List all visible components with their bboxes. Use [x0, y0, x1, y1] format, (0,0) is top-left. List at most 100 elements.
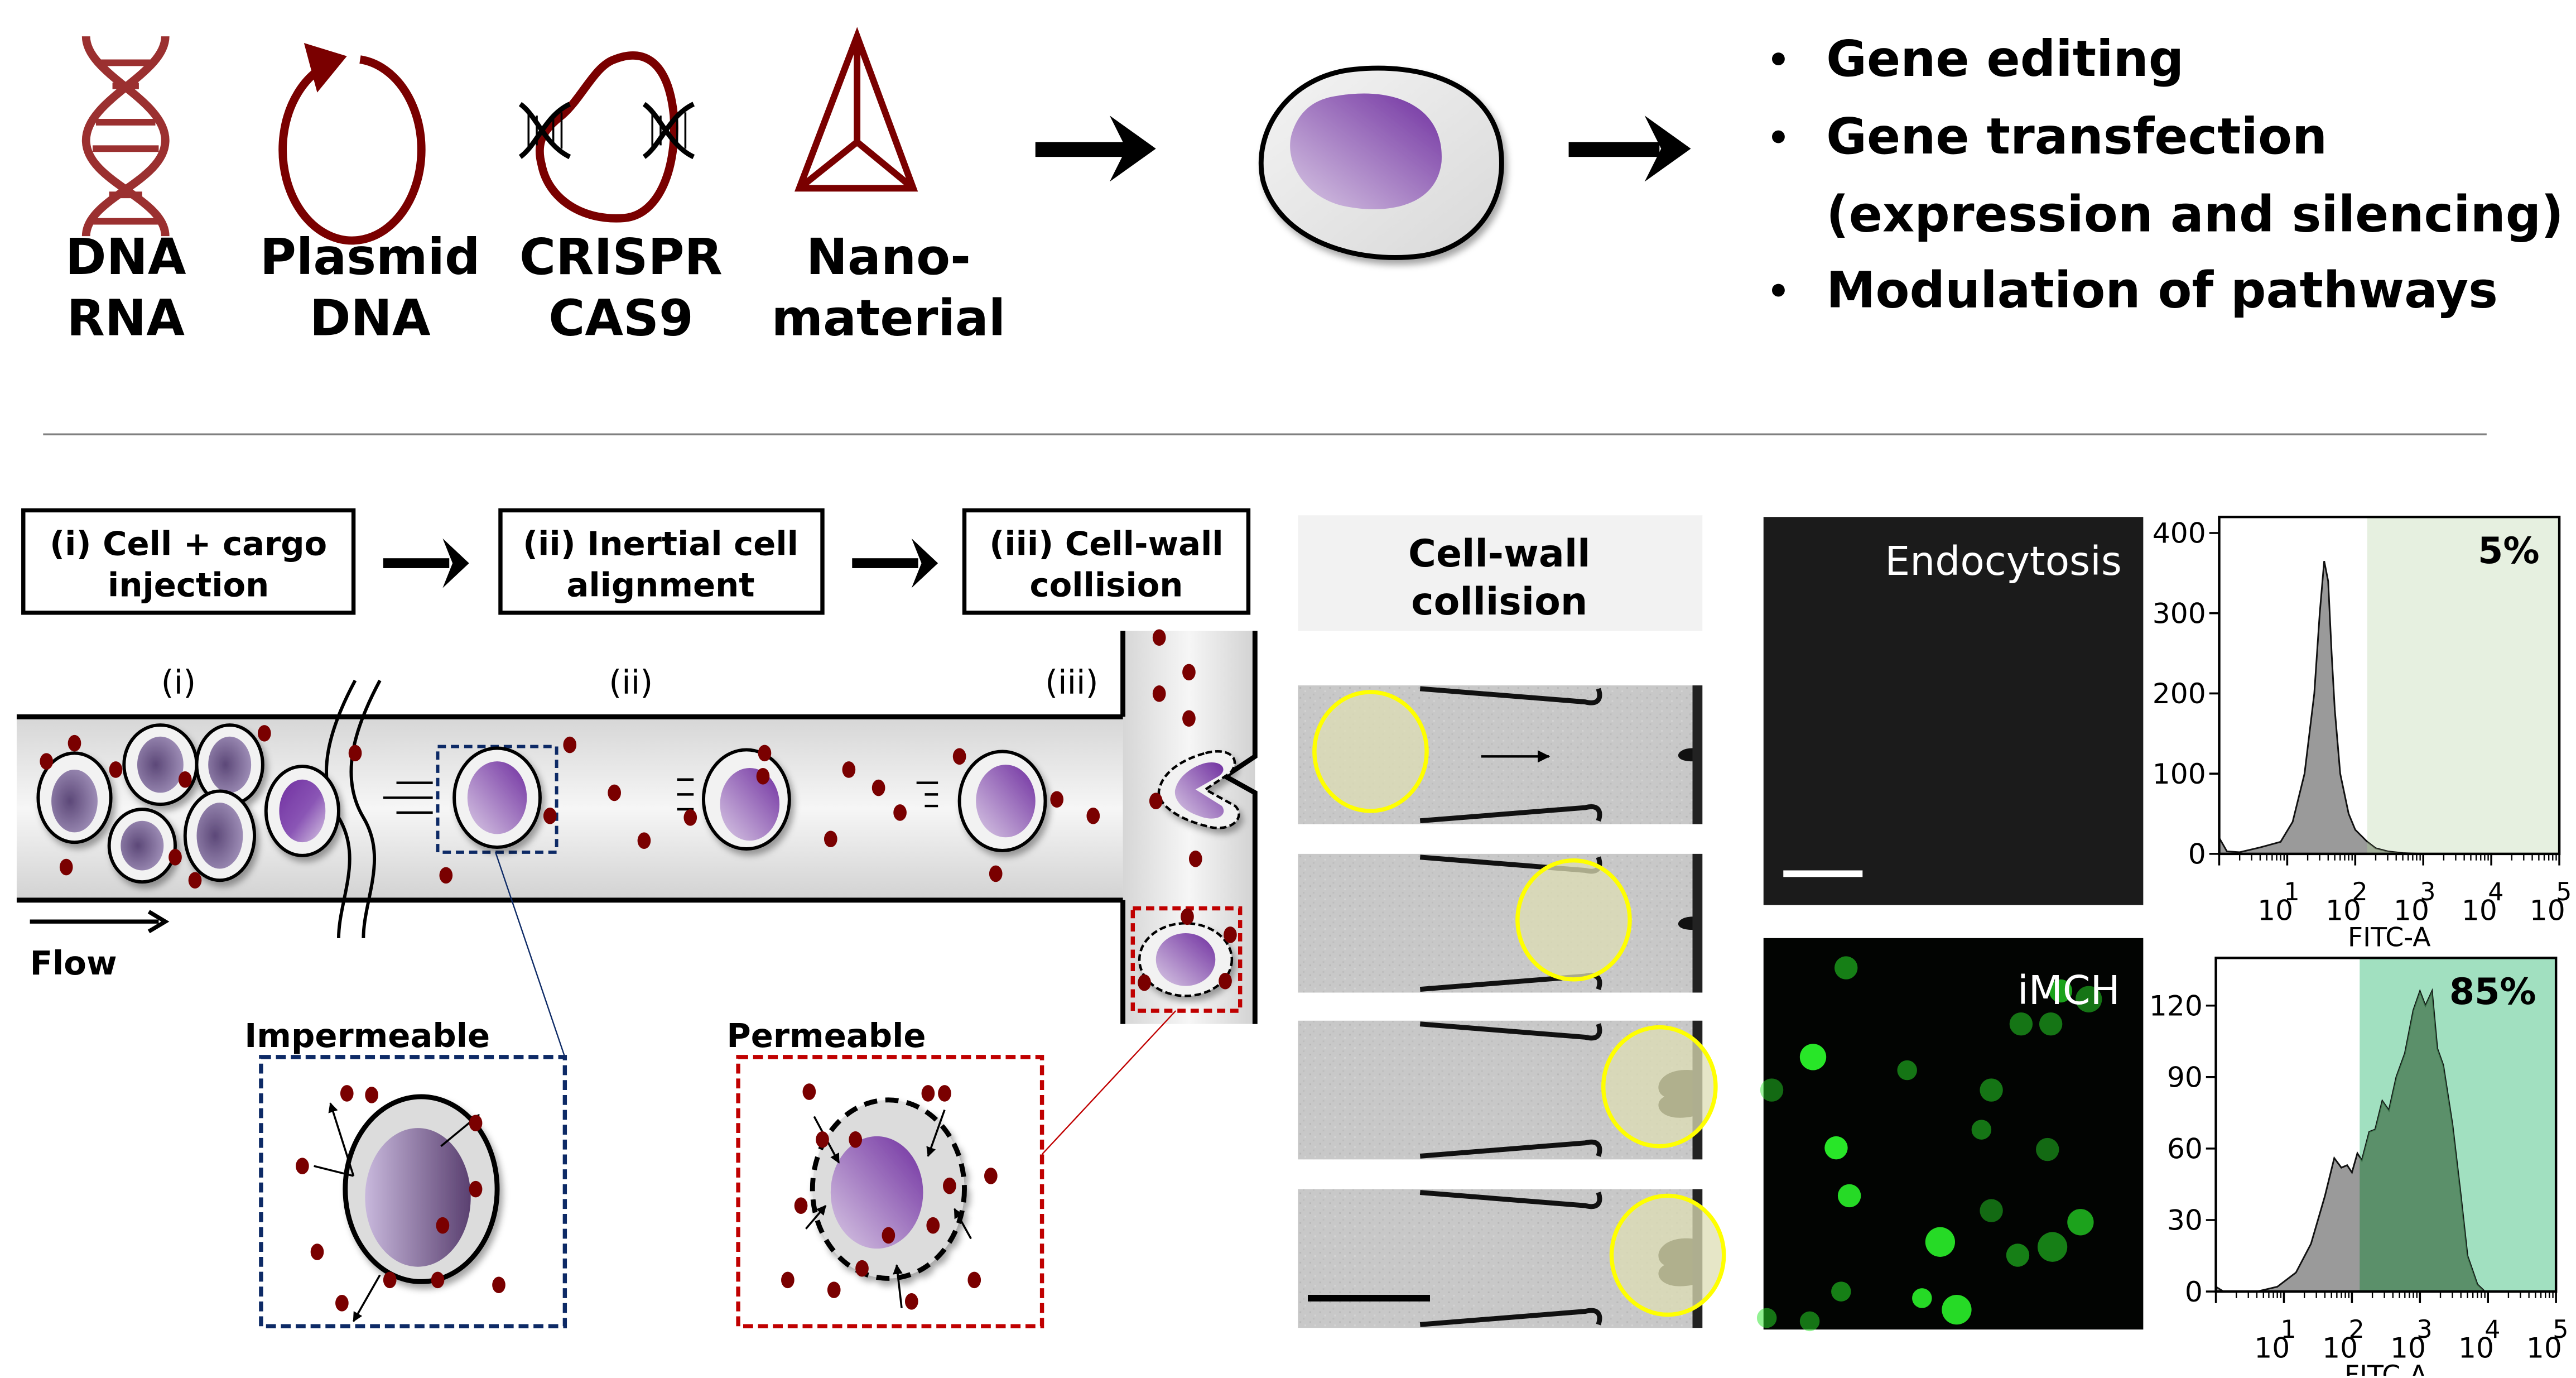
- gfp-cell: [2006, 1243, 2030, 1267]
- histogram-area: [2218, 560, 2560, 855]
- cargo-label-line: RNA: [67, 290, 185, 347]
- x-tick-exponent: 2: [2348, 1315, 2364, 1344]
- x-tick-exponent: 2: [2352, 878, 2367, 906]
- cargo-dot: [608, 784, 621, 801]
- cargo-dot: [921, 1085, 935, 1102]
- cargo-dot: [1219, 972, 1232, 990]
- cargo-label-line: DNA: [65, 228, 186, 286]
- plasmid-icon: [278, 42, 426, 245]
- cargo-dot: [436, 1217, 450, 1234]
- cargo-dot: [1050, 791, 1064, 808]
- cargo-dot: [842, 761, 856, 778]
- y-tick-label: 30: [2167, 1204, 2203, 1237]
- gfp-cell: [2009, 1012, 2033, 1036]
- cargo-dot: [168, 849, 182, 866]
- cargo-particles: [296, 1085, 505, 1312]
- gfp-cell: [2049, 979, 2073, 1003]
- cargo-dot: [543, 808, 557, 824]
- micrograph-frame: [1298, 853, 1703, 993]
- cargo-dot: [188, 872, 202, 889]
- cargo-dot: [683, 809, 697, 826]
- gfp-cell: [1980, 1078, 2003, 1102]
- micrograph-frame: [1298, 1189, 1726, 1328]
- process-steps: (i) Cell + cargo injection (ii) Inertial…: [21, 508, 1251, 615]
- cell-cluster: [36, 723, 340, 884]
- gfp-cell: [2036, 1137, 2059, 1161]
- cargo-dot: [469, 1180, 483, 1198]
- region-label: (iii): [1045, 663, 1099, 702]
- cargo-dot: [938, 1085, 951, 1102]
- endocytosis-image: [1763, 517, 2144, 905]
- cargo-label-line: Nano-: [806, 228, 971, 286]
- micrograph-frame: [1298, 1020, 1718, 1160]
- flow-label: Flow: [30, 944, 117, 982]
- gfp-cell: [1971, 1120, 1992, 1140]
- step-label: (ii) Inertial cell: [523, 524, 798, 563]
- cargo-dot: [1181, 908, 1194, 925]
- cargo-label-line: material: [772, 290, 1006, 347]
- step-label: alignment: [566, 565, 754, 604]
- cargo-dot: [310, 1243, 324, 1260]
- x-tick-label: 10: [2325, 894, 2361, 926]
- y-tick-label: 300: [2153, 597, 2206, 630]
- impermeable-inset: [259, 1055, 567, 1328]
- plot-frame: [2218, 516, 2561, 856]
- region-label: (ii): [609, 663, 653, 702]
- micrograph-header: collision: [1411, 580, 1587, 624]
- y-tick-label: 100: [2153, 757, 2206, 790]
- cell-highlight-circle: [1601, 1025, 1718, 1149]
- cargo-dot: [492, 1276, 505, 1294]
- scale-bar: [1308, 1295, 1430, 1302]
- cargo-dot: [781, 1271, 795, 1289]
- gfp-cell: [2037, 1232, 2068, 1262]
- cell-highlight-circle: [1515, 858, 1632, 982]
- cargo-dot: [824, 830, 837, 848]
- cargo-dot: [431, 1271, 445, 1289]
- gfp-cell: [1831, 1281, 1851, 1302]
- gfp-cell: [2076, 986, 2102, 1012]
- imch-label: iMCH: [2018, 967, 2120, 1014]
- cargo-dot: [59, 858, 73, 876]
- y-tick-label: 0: [2185, 1275, 2203, 1308]
- gfp-cell: [1912, 1288, 1932, 1308]
- bullet: •: [1767, 40, 1790, 81]
- gfp-cell: [1760, 1078, 1784, 1102]
- cargo-label-line: DNA: [310, 290, 431, 347]
- cargo-dot: [637, 832, 651, 849]
- gfp-cell: [1799, 1311, 1820, 1332]
- cargo-dot: [296, 1158, 309, 1174]
- imch-image: [1756, 938, 2144, 1332]
- outcome-item: Gene transfection: [1826, 108, 2327, 165]
- zoom-connector: [494, 852, 566, 1058]
- cargo-dot: [365, 1087, 378, 1103]
- x-tick-label: 10: [2458, 1331, 2494, 1364]
- gfp-cell: [2039, 1012, 2063, 1036]
- cargo-dot: [802, 1083, 816, 1100]
- gate-percentage: 5%: [2478, 530, 2540, 572]
- cargo-dot: [849, 1131, 863, 1148]
- x-tick-label: 10: [2390, 1331, 2426, 1364]
- endocytosis-label: Endocytosis: [1885, 538, 2121, 584]
- zoom-connector: [1039, 1010, 1177, 1157]
- gate-percentage: 85%: [2449, 971, 2536, 1013]
- x-tick-exponent: 4: [2484, 1315, 2500, 1344]
- cargo-particles: [40, 629, 1237, 991]
- cargo-dot: [756, 768, 770, 785]
- gfp-cell: [1897, 1060, 1917, 1081]
- x-tick-label: 10: [2394, 894, 2429, 926]
- x-tick-exponent: 4: [2488, 878, 2503, 906]
- scale-bar: [1783, 870, 1863, 877]
- y-tick-label: 400: [2153, 517, 2206, 550]
- micrograph-frame: [1298, 685, 1703, 824]
- aligned-cell: [916, 750, 1047, 852]
- cargo-label-line: Plasmid: [260, 228, 480, 286]
- y-tick-label: 200: [2153, 677, 2206, 710]
- cargo-dot: [178, 771, 192, 788]
- step-label: (i) Cell + cargo: [50, 524, 327, 563]
- arrow-right-icon: [852, 538, 938, 588]
- cargo-dot: [1138, 974, 1151, 991]
